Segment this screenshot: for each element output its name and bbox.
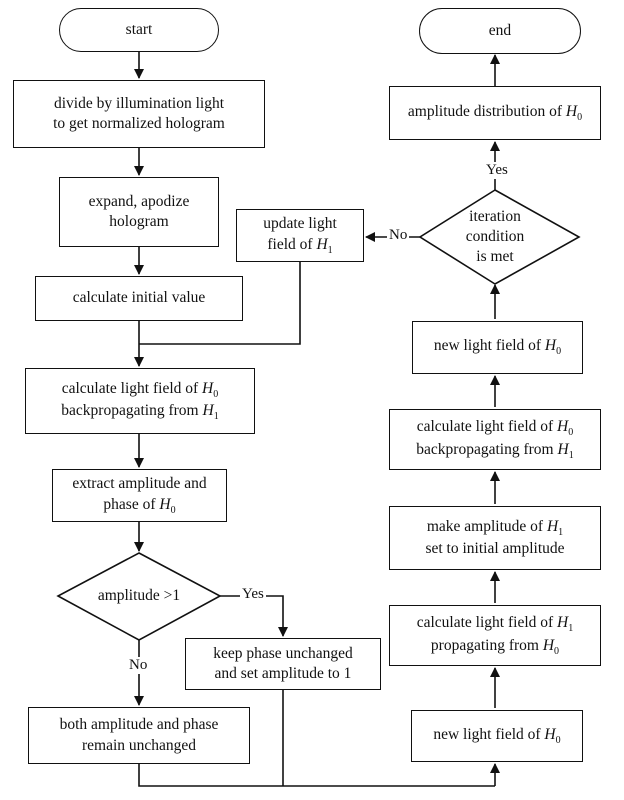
- calc-back-left-label: calculate light field of H0 backpropagat…: [61, 379, 219, 423]
- both-unchanged-label: both amplitude and phase remain unchange…: [59, 716, 219, 754]
- end-terminal: end: [419, 8, 581, 54]
- edge-update-to-merge: [139, 262, 301, 345]
- iteration-decision-label: iteration condition is met: [465, 207, 525, 266]
- keep-phase-box: keep phase unchanged and set amplitude t…: [185, 638, 381, 690]
- calc-prop-label: calculate light field of H1 propagating …: [416, 614, 574, 657]
- amplitude-no-label: No: [127, 657, 150, 674]
- calc-initial-box: calculate initial value: [35, 276, 243, 321]
- make-amp-box: make amplitude of H1 set to initial ampl…: [389, 506, 601, 570]
- start-terminal: start: [59, 8, 219, 52]
- new-h0-top-box: new light field of H0: [412, 321, 583, 374]
- amplitude-decision-label: amplitude >1: [97, 586, 181, 604]
- extract-box: extract amplitude and phase of H0: [52, 469, 227, 522]
- calc-initial-label: calculate initial value: [72, 289, 206, 307]
- iteration-decision-diamond: [418, 189, 581, 285]
- update-field-label: update light field of H1: [263, 215, 337, 256]
- edge-both-to-merge: [138, 764, 495, 787]
- expand-box: expand, apodize hologram: [59, 177, 219, 247]
- amplitude-decision-text: amplitude >1: [78, 582, 200, 610]
- amp-dist-box: amplitude distribution of H0: [389, 86, 601, 140]
- new-h0-bottom-box: new light field of H0: [411, 710, 583, 762]
- iteration-no-label: No: [387, 227, 410, 244]
- end-label: end: [488, 21, 512, 39]
- extract-label: extract amplitude and phase of H0: [72, 475, 207, 516]
- divide-box: divide by illumination light to get norm…: [13, 80, 265, 148]
- divide-label: divide by illumination light to get norm…: [53, 94, 225, 132]
- iteration-decision-text: iteration condition is met: [440, 205, 550, 269]
- calc-back-left-box: calculate light field of H0 backpropagat…: [25, 368, 255, 434]
- new-h0-top-label: new light field of H0: [433, 337, 562, 358]
- amplitude-yes-label: Yes: [240, 586, 266, 603]
- keep-phase-label: keep phase unchanged and set amplitude t…: [213, 644, 353, 682]
- expand-label: expand, apodize hologram: [88, 192, 190, 230]
- start-label: start: [125, 20, 153, 38]
- make-amp-label: make amplitude of H1 set to initial ampl…: [425, 517, 565, 557]
- calc-back-right-label: calculate light field of H0 backpropagat…: [416, 418, 574, 461]
- both-unchanged-box: both amplitude and phase remain unchange…: [28, 707, 250, 764]
- new-h0-bottom-label: new light field of H0: [433, 725, 561, 747]
- calc-prop-box: calculate light field of H1 propagating …: [389, 605, 601, 666]
- iteration-yes-label: Yes: [484, 162, 510, 179]
- amplitude-decision-diamond: [56, 552, 222, 641]
- calc-back-right-box: calculate light field of H0 backpropagat…: [389, 409, 601, 470]
- amp-dist-label: amplitude distribution of H0: [407, 102, 583, 124]
- update-field-box: update light field of H1: [236, 209, 364, 262]
